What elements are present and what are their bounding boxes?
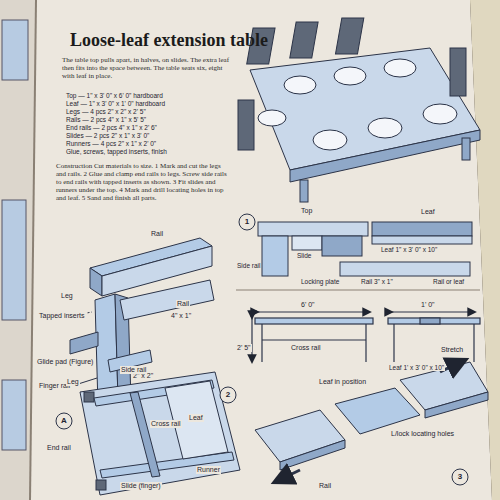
part-label: Rail or leaf	[432, 278, 465, 285]
part-label: 2' 5"	[236, 344, 252, 352]
part-label: Side rail	[236, 262, 261, 269]
part-label: Side rail	[120, 366, 147, 374]
part-label: Runner	[196, 466, 221, 474]
part-label: Rail 3" x 1"	[360, 278, 394, 285]
part-label: Rail	[176, 300, 190, 308]
left-page-figure	[2, 200, 26, 320]
callout-number: A	[57, 414, 71, 428]
section-view	[236, 214, 480, 290]
part-label: Slide (finger)	[120, 482, 162, 490]
part-label: Rail	[318, 482, 332, 490]
callout-number: 3	[453, 470, 467, 484]
body-paragraph: The table top pulls apart, in halves, on…	[62, 56, 232, 80]
part-label: Tapped inserts	[38, 312, 86, 320]
part-label: Slide	[296, 252, 312, 259]
table-scene	[238, 18, 480, 202]
part-label: Stretch	[440, 346, 464, 354]
page-title: Loose-leaf extension table	[70, 30, 268, 51]
plan-view	[80, 372, 240, 495]
part-label: Cross rail	[150, 420, 182, 428]
part-label: Rail	[150, 230, 164, 238]
part-label: Leaf	[188, 414, 204, 422]
callout-number: 2	[221, 388, 235, 402]
part-label: Leaf 1" x 3' 0" x 10"	[380, 246, 438, 253]
part-label: Cross rail	[290, 344, 322, 352]
materials-line: Runners — 4 pcs 2" x 1" x 2' 0"	[66, 140, 156, 147]
part-label: Glide pad (Figure)	[36, 358, 94, 366]
part-label: Leg	[66, 378, 80, 386]
part-label: Leg	[60, 292, 74, 300]
materials-line: Glue, screws, tapped inserts, finish	[66, 148, 167, 155]
part-label: 1' 0"	[420, 301, 436, 309]
part-label: L/lock locating holes	[390, 430, 455, 438]
part-label: Locking plate	[300, 278, 340, 285]
leaf-assembly	[255, 360, 488, 485]
part-label: End rail	[46, 444, 72, 452]
left-page-figure	[2, 20, 28, 80]
part-label: 6' 0"	[300, 301, 316, 309]
gutter	[30, 0, 36, 500]
materials-line: Slides — 2 pcs 2" x 1" x 3' 0"	[66, 132, 149, 139]
right-page	[30, 0, 492, 500]
materials-line: Rails — 2 pcs 4" x 1" x 5' 5"	[66, 116, 146, 123]
left-page-figure	[2, 380, 26, 450]
table-elevations	[252, 312, 480, 362]
book-cover-edge	[470, 0, 500, 500]
materials-line: Leaf — 1" x 3' 0" x 1' 0" hardboard	[66, 100, 165, 107]
materials-line: Top — 1" x 3' 0" x 6' 0" hardboard	[66, 92, 163, 99]
part-label: Leaf in position	[318, 378, 367, 386]
part-label: Leaf	[420, 208, 436, 216]
part-label: Top	[300, 207, 313, 215]
materials-line: Legs — 4 pcs 2" x 2" x 2' 5"	[66, 108, 146, 115]
body-paragraph: Construction Cut materials to size. 1 Ma…	[56, 162, 228, 202]
callout-number: 1	[240, 215, 254, 229]
part-label: 4" x 1"	[170, 312, 192, 320]
part-label: Leaf 1' x 3' 0" x 10"	[388, 364, 445, 371]
materials-line: End rails — 2 pcs 4" x 1" x 2' 6"	[66, 124, 157, 131]
